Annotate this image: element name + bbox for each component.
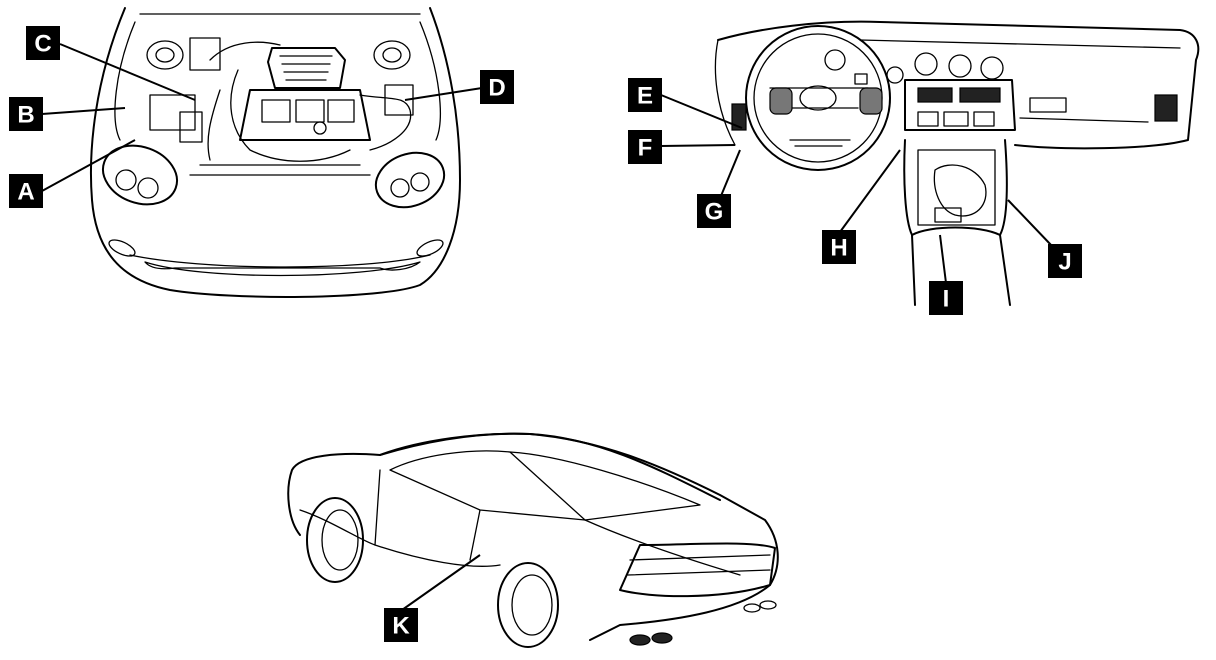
vehicle-rear-illustration [287,432,779,648]
label-e-text: E [637,83,653,110]
engine-compartment-illustration [90,7,461,298]
label-b-text: B [17,102,34,129]
label-h-text: H [830,235,847,262]
label-f-text: F [638,135,653,162]
label-e: E [628,78,662,112]
label-d-text: D [488,75,505,102]
leader-lines [41,43,1053,611]
dashboard-illustration [714,20,1200,306]
label-i-text: I [943,286,950,313]
label-i: I [929,281,963,315]
label-j-text: J [1058,249,1071,276]
label-a: A [9,174,43,208]
label-c: C [26,26,60,60]
label-c-text: C [34,31,51,58]
label-a-text: A [17,179,34,206]
label-j: J [1048,244,1082,278]
label-k-text: K [392,613,410,640]
label-h: H [822,230,856,264]
label-g: G [697,194,731,228]
label-b: B [9,97,43,131]
label-g-text: G [705,199,724,226]
label-k: K [384,608,418,642]
label-f: F [628,130,662,164]
label-d: D [480,70,514,104]
